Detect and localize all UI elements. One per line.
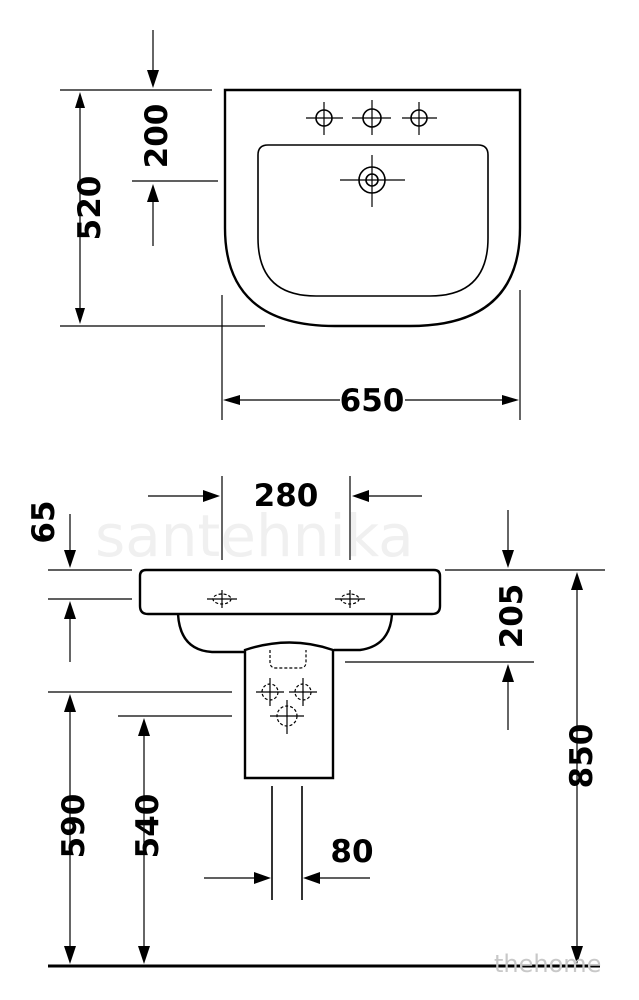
top-view: 520 200 650 bbox=[60, 30, 522, 420]
tap-hole-right-icon bbox=[402, 102, 437, 135]
basin-bowl-front bbox=[176, 613, 394, 654]
dim-label-650: 650 bbox=[340, 383, 405, 419]
dim-label-520: 520 bbox=[72, 176, 108, 241]
dimension-590: 590 bbox=[56, 694, 92, 964]
dim-label-850: 850 bbox=[564, 724, 600, 789]
dim-label-540: 540 bbox=[130, 794, 166, 859]
dim-label-205: 205 bbox=[494, 584, 530, 649]
dimension-520: 520 bbox=[72, 92, 108, 324]
dimension-540: 540 bbox=[130, 718, 166, 964]
tap-hole-center-icon bbox=[352, 100, 391, 135]
trap-hidden-line bbox=[269, 650, 307, 669]
outlet-symbols-icon bbox=[256, 678, 317, 734]
dimension-205: 205 bbox=[494, 510, 530, 730]
front-view: 280 65 205 850 bbox=[26, 476, 605, 968]
tap-hole-front-right-icon bbox=[335, 590, 365, 608]
dimension-280: 280 bbox=[148, 478, 422, 514]
dimension-650: 650 bbox=[223, 383, 519, 419]
brand-watermark: thehome bbox=[494, 950, 601, 978]
bowl-outline-top bbox=[257, 144, 489, 297]
dim-label-590: 590 bbox=[56, 794, 92, 859]
dimension-200: 200 bbox=[139, 30, 175, 246]
tap-hole-left-icon bbox=[306, 102, 343, 135]
dimension-850: 850 bbox=[564, 572, 600, 964]
dim-label-80: 80 bbox=[330, 834, 373, 870]
basin-rim-front bbox=[138, 568, 442, 616]
dimension-80: 80 bbox=[204, 834, 374, 884]
basin-outline-top bbox=[223, 88, 522, 328]
dim-label-65: 65 bbox=[26, 500, 62, 543]
dim-label-200: 200 bbox=[139, 104, 175, 169]
pedestal-front bbox=[243, 641, 335, 780]
dimension-65: 65 bbox=[26, 500, 76, 662]
dim-label-280: 280 bbox=[254, 478, 319, 514]
background-watermark: santehnika bbox=[95, 502, 414, 570]
drain-hole-icon bbox=[340, 155, 405, 207]
tap-hole-front-left-icon bbox=[207, 590, 237, 608]
